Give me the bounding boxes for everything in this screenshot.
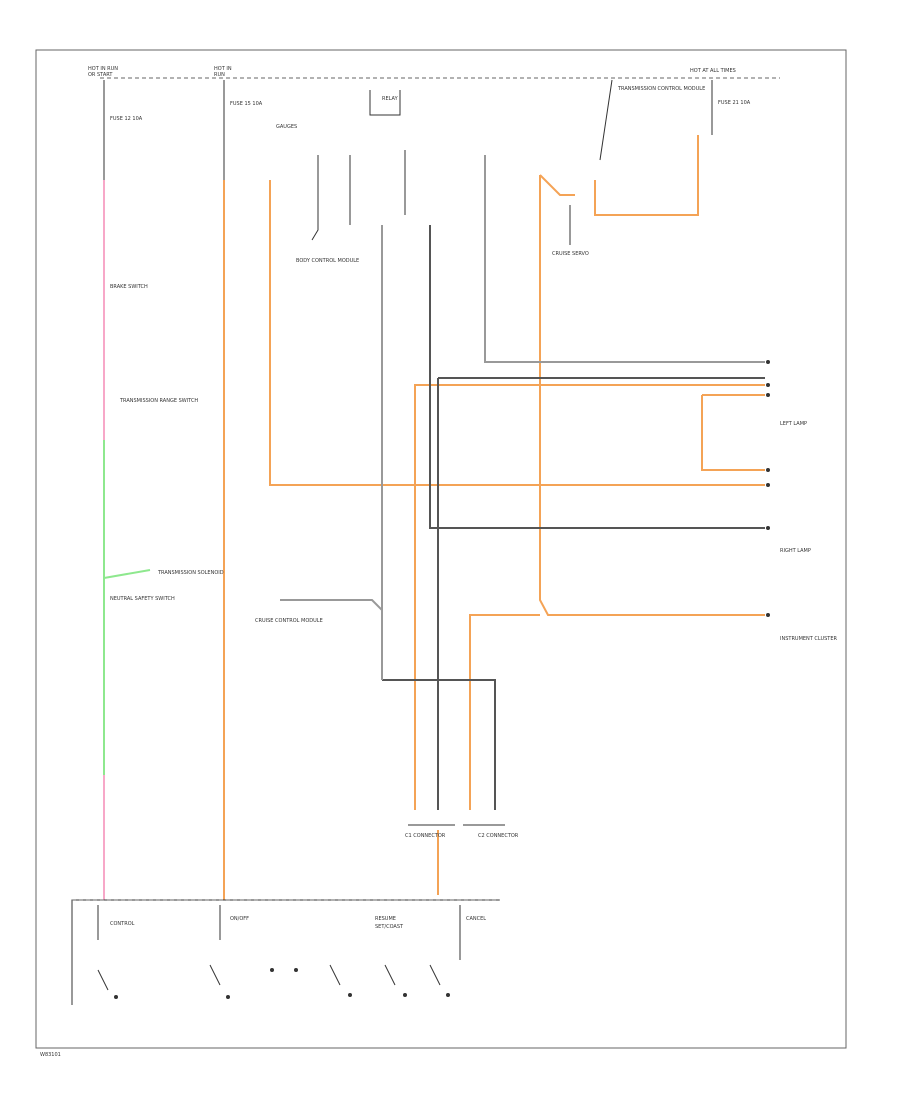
label-connector-a: C1 CONNECTOR — [405, 833, 446, 839]
top-switch — [369, 90, 401, 116]
label-hot-run-b: RUN — [214, 72, 225, 78]
orange-wire-4 — [539, 174, 575, 196]
label-hot-run-a: HOT IN — [214, 66, 232, 72]
label-gauges: GAUGES — [276, 124, 297, 130]
label-bcm: BODY CONTROL MODULE — [296, 258, 359, 264]
dark-wire-4 — [382, 679, 496, 810]
label-trans-solenoid: TRANSMISSION SOLENOID — [157, 570, 224, 576]
label-sw-resume: RESUME — [375, 916, 396, 922]
trans-module-line — [599, 79, 613, 161]
orange-wire-6 — [414, 384, 765, 810]
gray-wire-1 — [484, 155, 765, 363]
label-hot-run-start-1: HOT IN RUN — [88, 66, 118, 72]
gray-wire-3 — [280, 599, 383, 611]
right-terminals — [766, 360, 770, 617]
label-trans-range: TRANSMISSION RANGE SWITCH — [119, 398, 198, 404]
bottom-switches — [97, 905, 461, 991]
orange-wire-2 — [269, 180, 765, 486]
label-sw-on-off: ON/OFF — [230, 916, 249, 922]
label-instrument-cluster: INSTRUMENT CLUSTER — [780, 636, 838, 642]
label-left-lamp: LEFT LAMP — [780, 421, 807, 427]
dark-wire-1 — [429, 225, 765, 529]
label-sw-control: CONTROL — [110, 921, 135, 927]
label-connector-b: C2 CONNECTOR — [478, 833, 519, 839]
label-fuse-left: FUSE 12 10A — [110, 116, 143, 122]
label-neutral-switch: NEUTRAL SAFETY SWITCH — [110, 596, 175, 602]
label-cruise-servo: CRUISE SERVO — [552, 251, 589, 257]
diagram-frame — [35, 49, 847, 1049]
label-brake-switch: BRAKE SWITCH — [110, 284, 148, 290]
orange-wire-9 — [469, 614, 540, 810]
label-fuse-mid: FUSE 15 10A — [230, 101, 263, 107]
bottom-grounds — [114, 968, 450, 999]
label-hot-run-start-2: OR START — [88, 72, 113, 78]
relay-wire — [311, 155, 319, 241]
orange-wire-5 — [594, 135, 699, 216]
orange-wire-7 — [701, 395, 765, 471]
bottom-module-frame — [71, 899, 500, 1005]
label-sw-cancel: CANCEL — [466, 916, 486, 922]
green-branch — [103, 569, 151, 579]
label-trans-module: TRANSMISSION CONTROL MODULE — [617, 86, 705, 92]
label-fuse-right: FUSE 21 10A — [718, 100, 751, 106]
label-cruise-module: CRUISE CONTROL MODULE — [255, 618, 323, 624]
label-hot-all-times: HOT AT ALL TIMES — [690, 68, 736, 74]
label-relay-top: RELAY — [382, 96, 399, 102]
label-right-lamp: RIGHT LAMP — [780, 548, 811, 554]
orange-wire-3 — [539, 175, 765, 616]
footer-code: W83101 — [40, 1052, 61, 1058]
label-sw-set: SET/COAST — [375, 924, 404, 930]
